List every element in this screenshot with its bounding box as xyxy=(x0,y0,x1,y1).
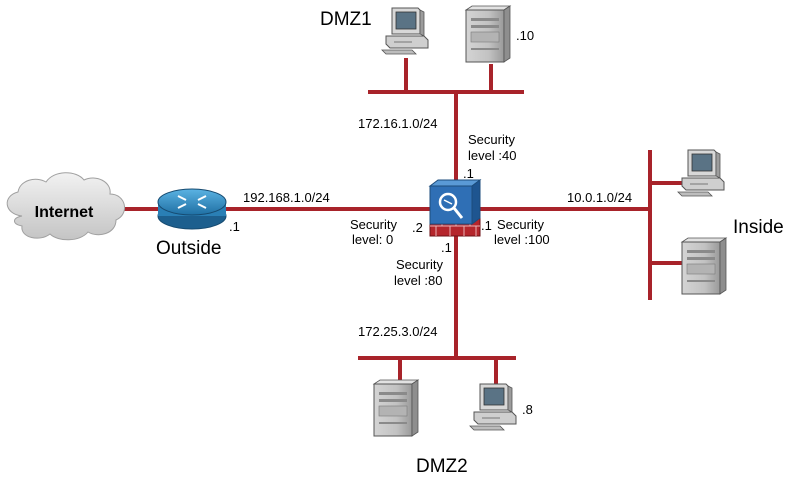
zone-label-inside: Inside xyxy=(733,217,784,238)
inside-workstation-icon xyxy=(677,149,725,197)
router-outside-address: .1 xyxy=(229,219,240,234)
network-label-dmz2: 172.25.3.0/24 xyxy=(358,324,438,339)
firewall-outside-address: .2 xyxy=(412,220,423,235)
inside-server-icon xyxy=(681,237,727,295)
internet-label: Internet xyxy=(35,204,94,221)
firewall-dmz2-security-line2: level :80 xyxy=(394,273,442,288)
firewall-icon xyxy=(428,179,482,237)
cloud-icon: Internet xyxy=(6,172,125,241)
firewall-outside-security-line2: level: 0 xyxy=(352,232,393,247)
dmz2-server-icon xyxy=(373,379,419,437)
network-label-dmz1: 172.16.1.0/24 xyxy=(358,116,438,131)
dmz2-workstation-icon xyxy=(469,383,517,431)
firewall-inside-security-line2: level :100 xyxy=(494,232,550,247)
firewall-outside-security-line1: Security xyxy=(350,217,397,232)
network-label-inside: 10.0.1.0/24 xyxy=(567,190,632,205)
firewall-dmz1-security-line1: Security xyxy=(468,132,515,147)
dmz1-workstation-icon xyxy=(381,7,429,55)
firewall-dmz1-address: .1 xyxy=(463,166,474,181)
dmz2-pc-address: .8 xyxy=(522,402,533,417)
links xyxy=(120,58,686,392)
firewall-dmz2-security-line1: Security xyxy=(396,257,443,272)
router-icon xyxy=(157,188,227,230)
zone-label-dmz1: DMZ1 xyxy=(320,9,372,30)
network-label-outside: 192.168.1.0/24 xyxy=(243,190,330,205)
zone-label-dmz2: DMZ2 xyxy=(416,456,468,477)
firewall-inside-address: .1 xyxy=(481,218,492,233)
dmz1-server-address: .10 xyxy=(516,28,534,43)
firewall-dmz2-address: .1 xyxy=(441,240,452,255)
dmz1-server-icon xyxy=(465,5,511,63)
zone-label-outside: Outside xyxy=(156,238,221,259)
firewall-dmz1-security-line2: level :40 xyxy=(468,148,516,163)
firewall-inside-security-line1: Security xyxy=(497,217,544,232)
